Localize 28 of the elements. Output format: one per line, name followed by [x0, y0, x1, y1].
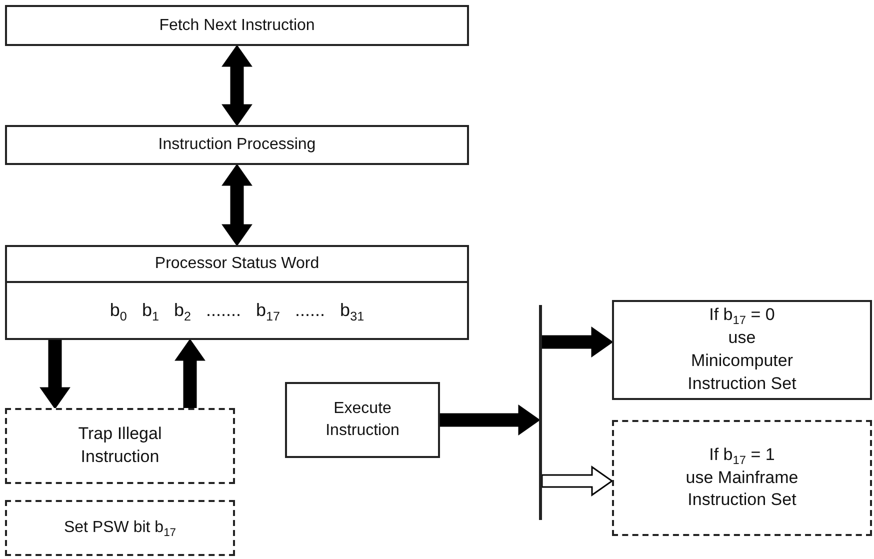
block-arrow — [40, 339, 70, 410]
block-arrow — [439, 404, 540, 436]
box-label: Set PSW bit b$_{17}$ — [64, 518, 176, 539]
process-box — [612, 300, 872, 400]
block-arrow — [541, 326, 614, 358]
box-label: Fetch Next Instruction — [159, 16, 315, 36]
dashed-process-box — [5, 500, 235, 556]
box-label: b$_{0}$ b$_{1}$ b$_{2}$ ....... b$_{17}$ ...... b$_{31}$ — [110, 299, 364, 323]
dashed-process-box — [612, 420, 872, 536]
block-arrow — [541, 466, 614, 496]
box-label: If b$_{17}$ = 1 — [709, 444, 775, 467]
box-label: Trap Illegal Instruction — [77, 423, 163, 468]
process-box — [5, 245, 469, 283]
junction-bar — [539, 305, 542, 520]
block-arrow — [222, 44, 252, 126]
process-box — [5, 125, 469, 165]
box-label: Execute Instruction — [324, 399, 400, 441]
box-label: If b$_{17}$ = 0 — [709, 304, 775, 328]
process-box — [5, 281, 469, 340]
box-label: use Mainframe Instruction Set — [684, 466, 800, 512]
block-arrow — [174, 338, 206, 409]
box-label: use Minicomputer Instruction Set — [686, 327, 798, 395]
dashed-process-box — [5, 408, 235, 484]
process-box — [5, 5, 469, 46]
block-arrow — [222, 164, 252, 246]
process-box — [285, 382, 440, 458]
box-label: Instruction Processing — [158, 135, 316, 156]
box-label: Processor Status Word — [154, 254, 320, 274]
